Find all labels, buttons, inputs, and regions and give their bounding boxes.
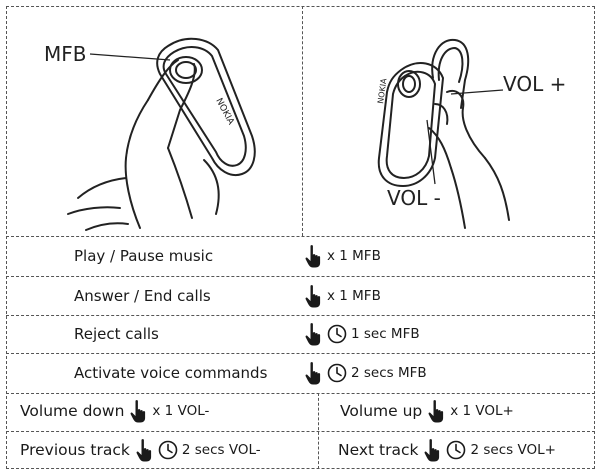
instruction-text: 2 secs VOL- bbox=[181, 442, 261, 458]
action-label: Answer / End calls bbox=[74, 286, 211, 305]
finger-press-icon bbox=[136, 439, 151, 462]
svg-text:NOKIA: NOKIA bbox=[376, 77, 389, 104]
finger-press-icon bbox=[305, 284, 321, 307]
mfb-callout: MFB bbox=[44, 42, 87, 66]
finger-press-icon bbox=[425, 439, 440, 462]
finger-press-icon bbox=[428, 400, 444, 423]
next-track-label: Next track bbox=[338, 441, 419, 459]
instruction-text: 1 sec MFB bbox=[351, 326, 420, 342]
instruction-text: x 1 MFB bbox=[327, 248, 381, 264]
headset-left-drawing: NOKIA bbox=[67, 37, 256, 231]
instruction: x 1 MFB bbox=[303, 284, 381, 308]
divider bbox=[6, 393, 595, 394]
instruction-text: 2 secs VOL+ bbox=[470, 442, 556, 458]
mfb-illustration: NOKIA MFB bbox=[8, 8, 300, 234]
divider bbox=[6, 236, 595, 237]
volume-down-label: Volume down bbox=[20, 402, 125, 420]
divider bbox=[6, 353, 595, 354]
next-track-cell: Next track 2 secs VOL+ bbox=[338, 438, 556, 462]
instruction: 2 secs MFB bbox=[303, 361, 427, 385]
action-label: Activate voice commands bbox=[74, 364, 268, 382]
vol-illustration: NOKIA VOL + VOL - bbox=[305, 8, 593, 234]
table-row: Play / Pause music x 1 MFB bbox=[6, 236, 595, 276]
headset-right-drawing: NOKIA bbox=[376, 38, 510, 229]
volume-down-cell: Volume down x 1 VOL- bbox=[20, 399, 209, 423]
clock-icon bbox=[327, 363, 347, 383]
finger-press-icon bbox=[130, 400, 146, 423]
divider bbox=[6, 315, 595, 316]
instruction-text: x 1 VOL+ bbox=[450, 403, 514, 419]
finger-press-icon bbox=[305, 323, 321, 346]
vol-up-callout: VOL + bbox=[503, 72, 567, 96]
instruction-text: x 1 MFB bbox=[327, 287, 381, 304]
finger-press-icon bbox=[305, 362, 321, 385]
table-row: Reject calls 1 sec MFB bbox=[6, 315, 595, 353]
clock-icon bbox=[447, 440, 466, 460]
split-divider bbox=[318, 393, 319, 469]
vol-down-callout: VOL - bbox=[387, 186, 441, 210]
previous-track-cell: Previous track 2 secs VOL- bbox=[20, 438, 261, 462]
instruction: x 1 MFB bbox=[303, 244, 381, 268]
volume-up-label: Volume up bbox=[340, 402, 423, 420]
instruction-text: 2 secs MFB bbox=[351, 365, 427, 381]
divider bbox=[6, 431, 595, 432]
clock-icon bbox=[327, 324, 347, 344]
previous-track-label: Previous track bbox=[20, 441, 130, 459]
clock-icon bbox=[158, 440, 178, 460]
table-frame bbox=[6, 6, 595, 469]
figure-divider bbox=[302, 6, 303, 236]
finger-press-icon bbox=[305, 245, 321, 268]
table-row: Answer / End calls x 1 MFB bbox=[6, 276, 595, 315]
action-label: Reject calls bbox=[74, 325, 159, 343]
volume-up-cell: Volume up x 1 VOL+ bbox=[340, 399, 514, 423]
action-label: Play / Pause music bbox=[74, 247, 214, 265]
instruction-text: x 1 VOL- bbox=[152, 403, 210, 419]
instruction: 1 sec MFB bbox=[303, 322, 420, 346]
divider bbox=[6, 276, 595, 277]
brand-text: NOKIA bbox=[213, 97, 236, 128]
table-row: Activate voice commands 2 secs MFB bbox=[6, 353, 595, 393]
